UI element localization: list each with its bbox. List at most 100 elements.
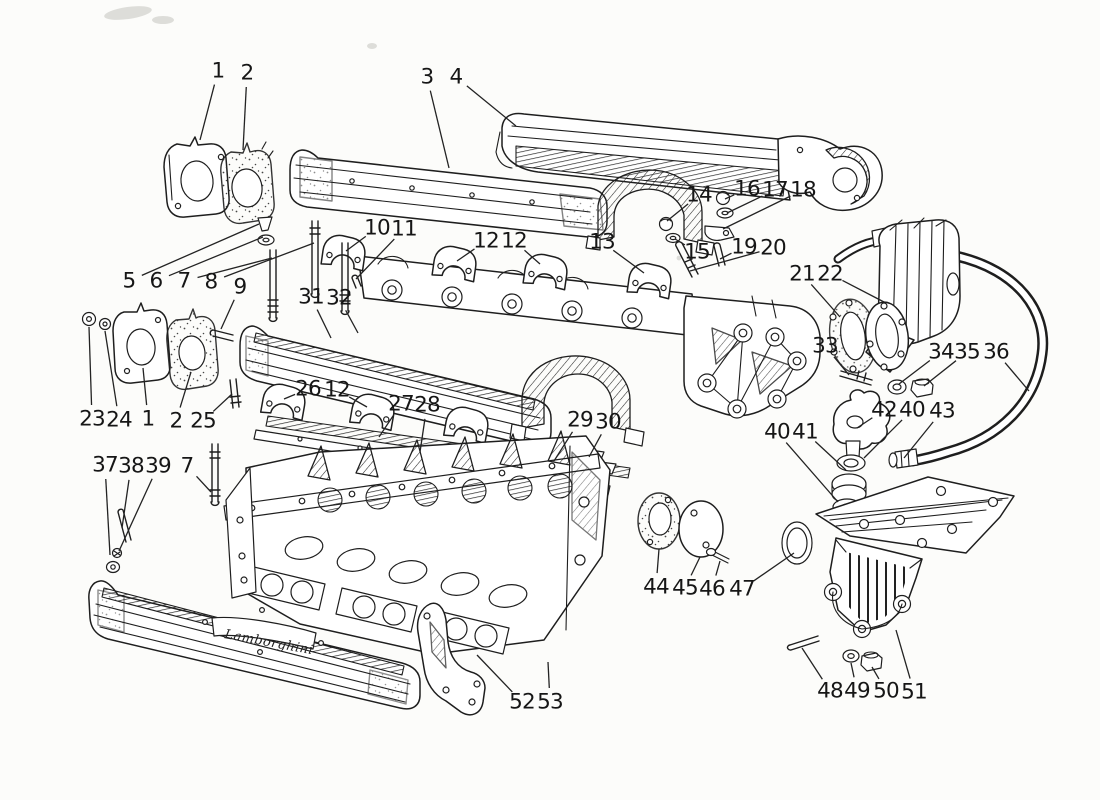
part-number: 52: [509, 690, 535, 715]
part-number: 41: [792, 420, 818, 445]
part-number: 4: [450, 65, 463, 90]
callout-2: 2: [241, 61, 254, 151]
part-number: 11: [391, 217, 417, 242]
cylinder-head: [223, 430, 611, 655]
part-number: 45: [672, 576, 698, 601]
support-bracket-upper: [683, 295, 821, 419]
part-number: 35: [954, 340, 980, 365]
callout-3: 3: [421, 65, 450, 169]
part-number: 48: [817, 679, 843, 704]
callout-50: 50: [871, 666, 900, 704]
part-number: 22: [817, 262, 843, 287]
callout-11: 11: [355, 217, 418, 280]
part-number: 6: [150, 269, 163, 294]
part-number: 49: [844, 679, 870, 704]
callout-25: 25: [190, 393, 233, 434]
part-number: 18: [790, 178, 816, 203]
part-number: 15: [684, 240, 710, 265]
fasteners-48-50: [786, 635, 883, 672]
part-number: 40: [764, 420, 790, 445]
chain-housing-arch-upper: [585, 169, 715, 256]
gasket-plate-1-top: [163, 136, 230, 218]
part-number: 44: [643, 575, 669, 600]
callout-23: 23: [79, 326, 106, 432]
part-number: 26: [295, 377, 321, 402]
part-number: 12: [324, 378, 350, 403]
callout-12: 12: [456, 229, 500, 262]
part-number: 2: [170, 409, 183, 434]
part-number: 50: [873, 679, 899, 704]
callout-12: 12: [501, 229, 541, 265]
part-number: 21: [789, 262, 815, 287]
part-number: 37: [92, 453, 118, 478]
part-number: 1: [142, 407, 155, 432]
callout-40: 40: [863, 398, 926, 459]
callout-7: 7: [178, 257, 273, 294]
callout-8: 8: [205, 242, 315, 295]
part-number: 51: [901, 680, 927, 705]
end-bracket-52: [416, 602, 486, 716]
callout-33: 33: [812, 334, 850, 376]
callout-36: 36: [983, 340, 1030, 392]
callout-9: 9: [220, 275, 247, 330]
part-number: 28: [414, 393, 440, 418]
part-number: 31: [298, 285, 324, 310]
callout-18: 18: [722, 178, 817, 230]
callout-31: 31: [298, 285, 332, 339]
callout-13: 13: [589, 230, 645, 274]
part-number: 8: [205, 270, 218, 295]
cam-carrier-upper: [320, 232, 697, 337]
callout-12: 12: [324, 378, 368, 408]
callout-34: 34: [898, 340, 955, 385]
cam-cover-bottom: Lamborghini: [88, 580, 421, 710]
part-number: 5: [123, 269, 136, 294]
part-number: 7: [178, 269, 191, 294]
callout-4: 4: [450, 65, 517, 127]
part-number: 53: [537, 690, 563, 715]
callout-15: 15: [674, 238, 711, 265]
part-number: 42: [871, 398, 897, 423]
tappet-buckets: [317, 473, 573, 513]
part-number: 13: [589, 230, 615, 255]
callout-6: 6: [150, 236, 264, 294]
callout-28: 28: [414, 393, 441, 453]
callout-32: 32: [326, 286, 359, 334]
callout-24: 24: [104, 330, 133, 433]
callout-5: 5: [123, 223, 260, 294]
callout-30: 30: [588, 410, 622, 458]
callout-38: 38: [118, 454, 145, 529]
part-number: 1: [212, 59, 225, 84]
callout-10: 10: [345, 216, 391, 252]
part-number: 36: [983, 340, 1009, 365]
part-number: 20: [760, 236, 786, 261]
part-number: 30: [595, 410, 621, 435]
part-number: 46: [699, 577, 725, 602]
part-number: 40: [899, 398, 925, 423]
part-number: 3: [421, 65, 434, 90]
callout-48: 48: [801, 647, 844, 704]
part-number: 34: [928, 340, 954, 365]
scan-smudges: [104, 6, 682, 261]
part-number: 47: [729, 577, 755, 602]
part-number: 24: [106, 408, 132, 433]
callout-1: 1: [142, 367, 155, 432]
callout-7: 7: [181, 454, 212, 493]
callout-49: 49: [844, 662, 871, 704]
small-parts-5-11: [257, 216, 362, 323]
callout-46: 46: [699, 560, 726, 602]
gasket-2-top: [220, 141, 275, 225]
cam-cover-3: [289, 149, 608, 238]
flange-gasket-21: [828, 298, 878, 374]
callout-53: 53: [537, 661, 564, 715]
part-number: 9: [234, 275, 247, 300]
part-number: 16: [734, 177, 760, 202]
callout-39: 39: [118, 454, 172, 552]
callout-20: 20: [689, 236, 787, 272]
part-number: 32: [326, 286, 352, 311]
left-small-parts: [81, 302, 242, 574]
bearing-cap-10: [320, 232, 368, 272]
callout-40: 40: [764, 420, 839, 503]
part-number: 33: [812, 334, 838, 359]
